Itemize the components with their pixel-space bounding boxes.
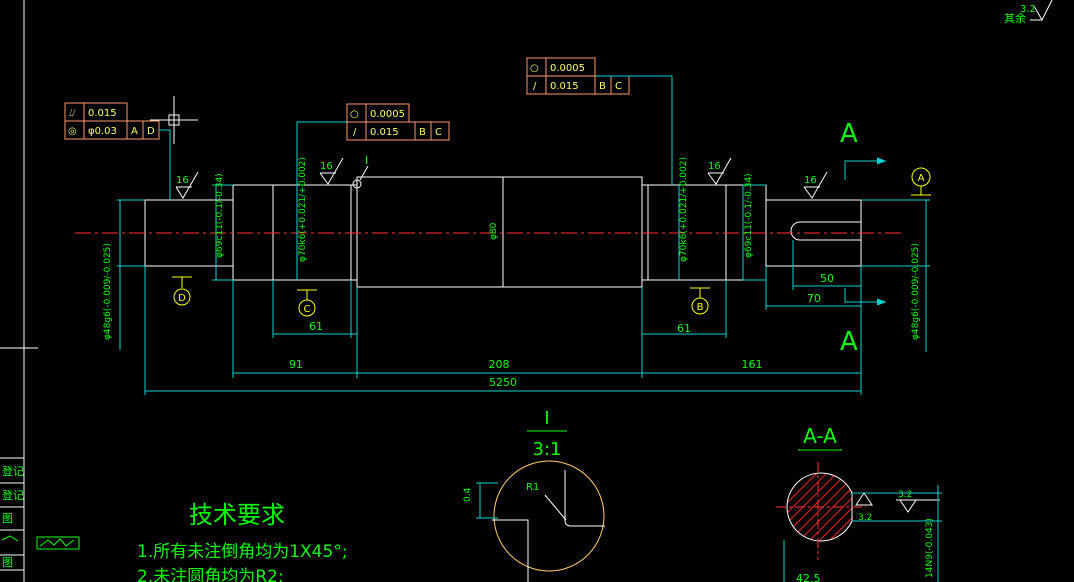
dia-right-end: φ48g6(-0.009/-0.025) xyxy=(911,243,921,340)
gdt-1-value-2: φ0.03 xyxy=(88,126,117,137)
section-mark-top: A xyxy=(840,119,858,149)
gdt-3-symbol-1: ○ xyxy=(530,63,539,74)
corner-roughness-label: 其余 xyxy=(1004,11,1026,25)
datum-d: D xyxy=(178,293,186,304)
len-overall: 5250 xyxy=(489,376,517,389)
datum-a: A xyxy=(918,173,925,184)
len-left-section: 91 xyxy=(289,358,303,371)
len-middle-section: 208 xyxy=(489,358,510,371)
len-key-end: 70 xyxy=(807,292,821,305)
dia-middle: φ80 xyxy=(489,222,499,240)
section-bottom-dim: 42.5 xyxy=(796,572,821,582)
detail-depth: 0.4 xyxy=(463,487,473,502)
section-view-title: A-A xyxy=(803,424,837,448)
gdt-1-value-1: 0.015 xyxy=(88,108,117,119)
gdt-2-datum-c: C xyxy=(435,127,442,138)
gdt-2-symbol-2: / xyxy=(353,127,357,138)
detail-view-i: I 3:1 R1 0.4 xyxy=(463,408,605,582)
dia-seat-left: φ69c11(-0.1/-0.34) xyxy=(215,173,225,258)
gdt-frame-1: ⌰ 0.015 ◎ φ0.03 A D xyxy=(64,102,171,200)
table-cell-1: 登记 xyxy=(2,464,24,478)
roughness-left: 16 xyxy=(176,175,189,186)
gdt-1-datum-d: D xyxy=(147,126,155,137)
gdt-1-datum-a: A xyxy=(131,126,138,137)
signature-stamp xyxy=(1,535,80,550)
corner-roughness-value: 3.2 xyxy=(1020,4,1036,15)
roughness-bearing-left: 16 xyxy=(320,161,333,172)
detail-callout-marker: I xyxy=(352,154,369,189)
datum-markers xyxy=(172,167,931,317)
gdt-3-value-2: 0.015 xyxy=(550,81,579,92)
section-mark-bottom: A xyxy=(840,327,858,357)
table-cell-5: 图 xyxy=(2,556,13,569)
section-arrows xyxy=(844,157,887,306)
roughness-marks: 16 16 16 16 xyxy=(175,157,828,199)
datum-c: C xyxy=(304,304,311,315)
section-roughness-b: 3.2 xyxy=(898,490,912,500)
gdt-1-symbol-1: ⌰ xyxy=(69,108,76,119)
dia-left-end: φ48g6(-0.009/-0.025) xyxy=(103,243,113,340)
section-vertical-note: 14N9(-0.043) xyxy=(925,518,935,578)
dimension-lines xyxy=(117,184,930,395)
gdt-2-value-2: 0.015 xyxy=(370,127,399,138)
section-view-aa: A-A 3.2 3.2 xyxy=(776,424,942,582)
detail-callout-label: I xyxy=(365,154,368,167)
crosshair-cursor-icon xyxy=(150,96,198,144)
tech-title: 技术要求 xyxy=(189,501,285,529)
dia-seat-right: φ69c11(-0.1/-0.34) xyxy=(744,173,754,258)
gdt-3-datum-c: C xyxy=(615,81,622,92)
detail-view-title: I xyxy=(544,408,549,429)
gdt-3-value-1: 0.0005 xyxy=(550,63,585,74)
gdt-3-symbol-2: / xyxy=(533,81,537,92)
len-bearing-left: 61 xyxy=(309,320,323,333)
corner-roughness: 3.2 其余 xyxy=(1004,0,1053,25)
left-title-table xyxy=(0,457,24,571)
datum-b: B xyxy=(697,302,704,313)
technical-requirements: 技术要求 1.所有未注倒角均为1X45°; 2.未注圆角均为R2; xyxy=(137,501,348,582)
roughness-right: 16 xyxy=(804,175,817,186)
tech-line-2: 2.未注圆角均为R2; xyxy=(137,567,284,582)
table-cell-3: 图 xyxy=(2,512,13,525)
gdt-3-datum-b: B xyxy=(599,81,606,92)
gdt-2-value-1: 0.0005 xyxy=(370,109,405,120)
gdt-frame-2: ○ 0.0005 / 0.015 B C xyxy=(296,103,450,185)
table-cell-2: 登记 xyxy=(2,488,24,502)
gdt-1-symbol-2: ◎ xyxy=(68,126,77,137)
roughness-bearing-right: 16 xyxy=(708,161,721,172)
len-bearing-right: 61 xyxy=(677,322,691,335)
dia-bearing-left: φ70k6(+0.021/+0.002) xyxy=(298,157,308,262)
tech-line-1: 1.所有未注倒角均为1X45°; xyxy=(137,542,348,562)
len-right-section: 161 xyxy=(742,358,763,371)
detail-view-scale: 3:1 xyxy=(533,439,562,460)
len-keyway: 50 xyxy=(820,272,834,285)
gdt-2-symbol-1: ○ xyxy=(350,109,359,120)
section-roughness-a: 3.2 xyxy=(858,513,872,523)
drawing-border xyxy=(0,0,38,582)
dia-bearing-right: φ70k6(+0.021/+0.002) xyxy=(679,157,689,262)
gdt-frame-3: ○ 0.0005 / 0.015 B C xyxy=(526,57,673,185)
gdt-2-datum-b: B xyxy=(419,127,426,138)
detail-radius: R1 xyxy=(526,482,539,493)
